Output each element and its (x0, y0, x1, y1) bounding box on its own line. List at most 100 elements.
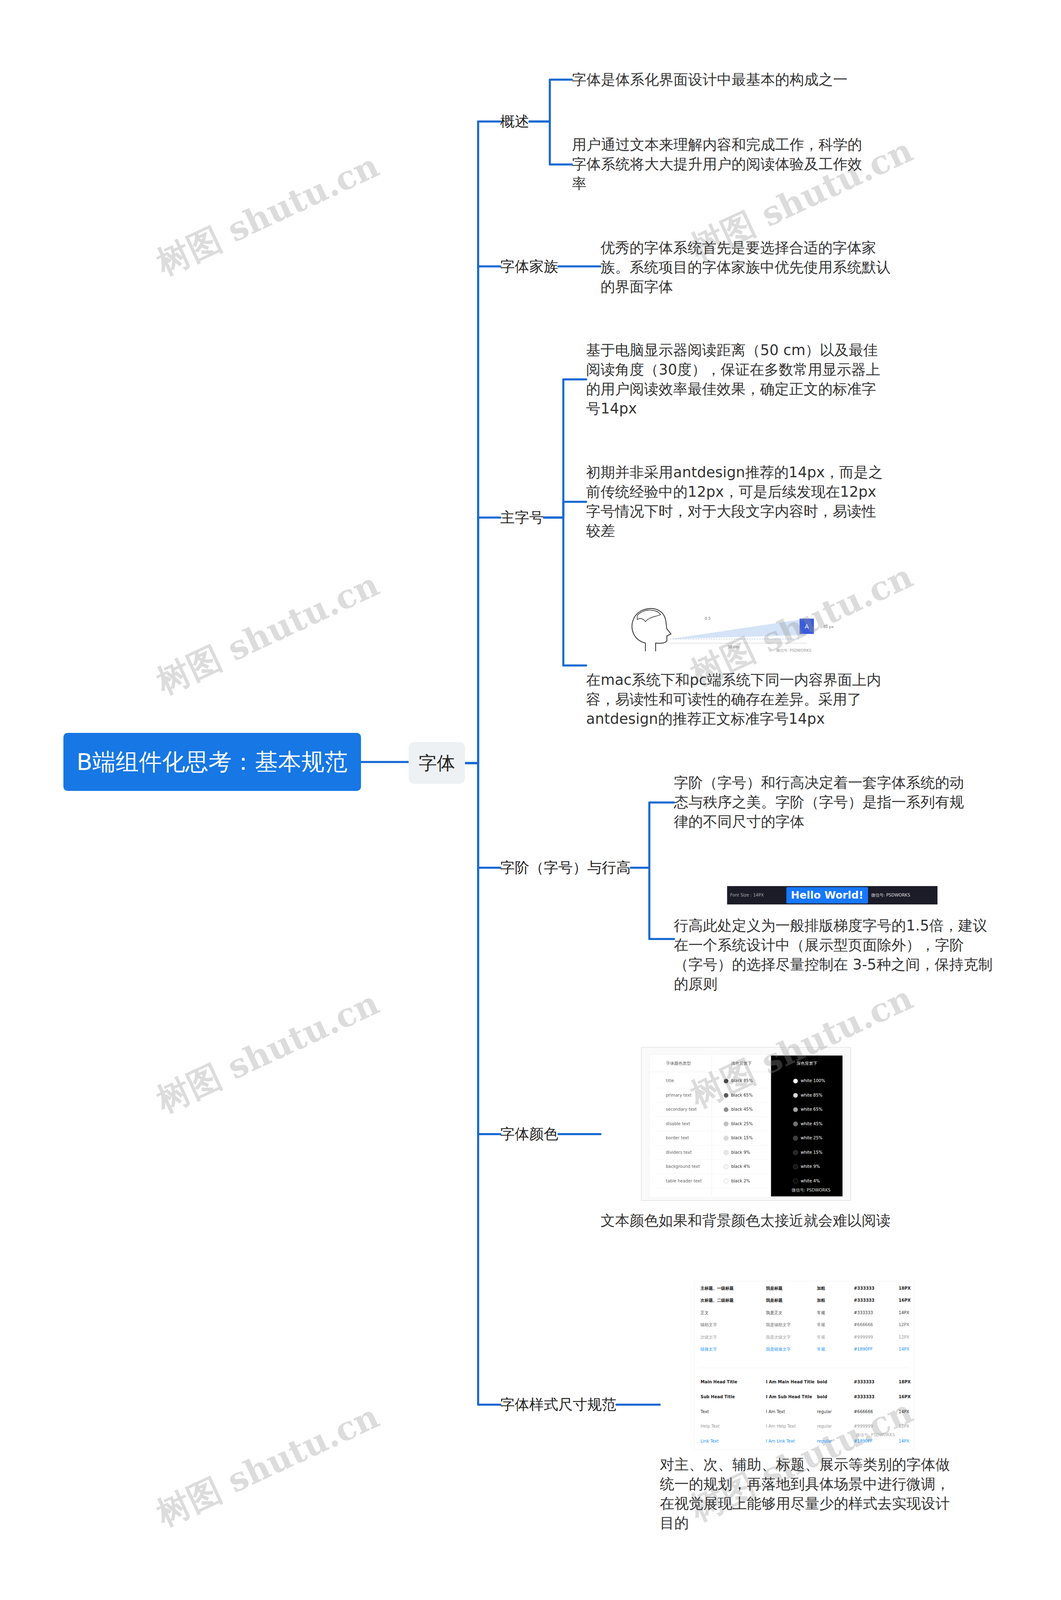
connector (558, 1133, 601, 1136)
table-cell: black 9% (731, 1150, 751, 1156)
topic-text: 初期并非采用antdesign推荐的14px，而是之前传统经验中的12px，可是… (586, 462, 885, 541)
connector (360, 761, 409, 764)
table-cell: 常规 (816, 1347, 826, 1353)
image-label: Font Size：14PX (730, 893, 764, 899)
image-label: 微信号: PSDWORKS (855, 1433, 895, 1439)
table-cell: 12PX (898, 1424, 910, 1430)
table-cell: border text (666, 1136, 690, 1141)
leaf-topic: 优秀的字体系统首先是要选择合适的字体家族。系统项目的字体家族中优先使用系统默认的… (600, 238, 899, 297)
watermark: 树图 shutu.cn (150, 983, 385, 1121)
image-label: 50 cm (727, 645, 739, 650)
watermark: 树图 shutu.cn (150, 564, 385, 703)
root-topic: B端组件化思考：基本规范 (63, 733, 361, 792)
table-cell: 字体颜色类型 (666, 1061, 691, 1067)
connector (616, 1404, 660, 1407)
image-label: 微信号: PSDWORKS (776, 648, 812, 653)
connector (543, 501, 587, 518)
table-cell: #666666 (853, 1409, 874, 1415)
table-cell: regular (816, 1439, 832, 1445)
branch-topic: 主字号 (500, 508, 544, 528)
watermark: 树图 shutu.cn (150, 1396, 385, 1535)
table-cell: 14PX (898, 1439, 910, 1445)
table-cell: 我是次级文字 (765, 1335, 791, 1341)
table-cell: disable text (666, 1121, 691, 1127)
topic-text: 字体样式尺寸规范 (500, 1395, 617, 1415)
topic-text: 文本颜色如果和背景颜色太接近就会难以阅读 (600, 1211, 899, 1231)
connector (465, 763, 501, 1135)
connector (543, 379, 587, 519)
table-cell: 次标题、二级标题 (700, 1298, 734, 1304)
topic-text: 在mac系统下和pc端系统下同一内容界面上内容，易读性和可读性的确存在差异。采用… (586, 670, 885, 730)
topic-text: 字阶（字号）和行高决定着一套字体系统的动态与秩序之美。字阶（字号）是指一系列有规… (673, 773, 972, 832)
image-label: 微信号: PSDWORKS (791, 1188, 831, 1194)
leaf-topic: 初期并非采用antdesign推荐的14px，而是之前传统经验中的12px，可是… (586, 462, 885, 541)
topic-text: 行高此处定义为一般排版梯度字号的1.5倍，建议在一个系统设计中（展示型页面除外）… (673, 916, 993, 995)
table-cell: black 15% (731, 1136, 753, 1141)
topic-text: 主字号 (500, 508, 544, 528)
image-label: Hello World! (790, 889, 864, 902)
table-cell: I Am Link Text (765, 1439, 795, 1445)
connector (465, 121, 501, 764)
topic-text: 字体家族 (500, 256, 559, 277)
table-cell: 次级文字 (700, 1335, 718, 1341)
topic-text: 基于电脑显示器阅读距离（50 cm）以及最佳阅读角度（30度），保证在多数常用显… (586, 340, 885, 419)
table-cell: dividers text (666, 1150, 693, 1156)
table-cell: 18PX (898, 1286, 911, 1292)
table-cell: black 25% (731, 1121, 753, 1127)
table-cell: 加粗 (816, 1298, 826, 1304)
connector (543, 517, 587, 666)
leaf-topic: 字体是体系化界面设计中最基本的构成之一 (571, 70, 870, 90)
table-cell: white 25% (800, 1136, 823, 1141)
leaf-topic: 文本颜色如果和背景颜色太接近就会难以阅读 (600, 1047, 899, 1231)
connector (630, 802, 674, 869)
table-cell: background text (666, 1164, 701, 1170)
table-cell: 12PX (898, 1322, 910, 1328)
topic-text: 字阶（字号）与行高 (500, 858, 631, 878)
table-cell: 主标题、一级标题 (700, 1286, 734, 1292)
table-cell: #333333 (853, 1310, 874, 1316)
connector (465, 266, 501, 764)
table-cell: 深色背景下 (796, 1061, 818, 1067)
table-cell: 链接文字 (700, 1347, 718, 1353)
table-cell: Help Text (700, 1424, 720, 1430)
table-cell: table header text (666, 1179, 703, 1185)
table-cell: 辅助文字 (700, 1322, 718, 1328)
main-topic: 字体 (408, 742, 466, 785)
table-cell: 16PX (898, 1298, 911, 1304)
topic-text: B端组件化思考：基本规范 (76, 747, 348, 777)
table-cell: 我是正文 (765, 1310, 783, 1316)
image-label: 30 px (823, 624, 834, 630)
table-cell: 18PX (898, 1380, 911, 1386)
table-cell: 加粗 (816, 1286, 826, 1292)
branch-topic: 字体样式尺寸规范 (500, 1395, 617, 1415)
connector (465, 517, 501, 764)
table-cell: Link Text (700, 1439, 719, 1445)
topic-text: 字体 (418, 751, 456, 775)
table-cell: #333333 (853, 1380, 875, 1386)
topic-text: 概述 (500, 111, 530, 132)
table-cell: 我是标题 (765, 1286, 783, 1292)
leaf-topic: 在mac系统下和pc端系统下同一内容界面上内容，易读性和可读性的确存在差异。采用… (586, 602, 885, 730)
leaf-topic: 用户通过文本来理解内容和完成工作，科学的字体系统将大大提升用户的阅读体验及工作效… (571, 135, 870, 194)
table-cell: 常规 (816, 1310, 826, 1316)
table-cell: title (666, 1078, 675, 1084)
table-cell: I Am Text (765, 1409, 785, 1415)
connector (529, 79, 572, 122)
table-cell: white 9% (800, 1164, 820, 1170)
table-cell: 浅色背景下 (731, 1061, 752, 1067)
table-cell: I Am Help Text (765, 1424, 796, 1430)
table-cell: #999999 (853, 1424, 874, 1430)
table-cell: black 2% (731, 1179, 751, 1185)
table-cell: 我是链接文字 (765, 1347, 791, 1353)
table-cell: Sub Head Title (700, 1395, 735, 1401)
table-cell: 12PX (898, 1335, 910, 1341)
connector (630, 867, 674, 940)
image-label: A (804, 622, 810, 630)
table-cell: #666666 (853, 1322, 874, 1328)
topic-text: 对主、次、辅助、标题、展示等类别的字体做统一的规划，再落地到具体场景中进行微调，… (659, 1455, 958, 1534)
table-cell: regular (816, 1409, 832, 1415)
table-cell: #1890FF (853, 1439, 873, 1445)
table-cell: I Am Main Head Title (765, 1380, 815, 1386)
table-cell: #333333 (853, 1298, 875, 1304)
table-cell: regular (816, 1424, 832, 1430)
